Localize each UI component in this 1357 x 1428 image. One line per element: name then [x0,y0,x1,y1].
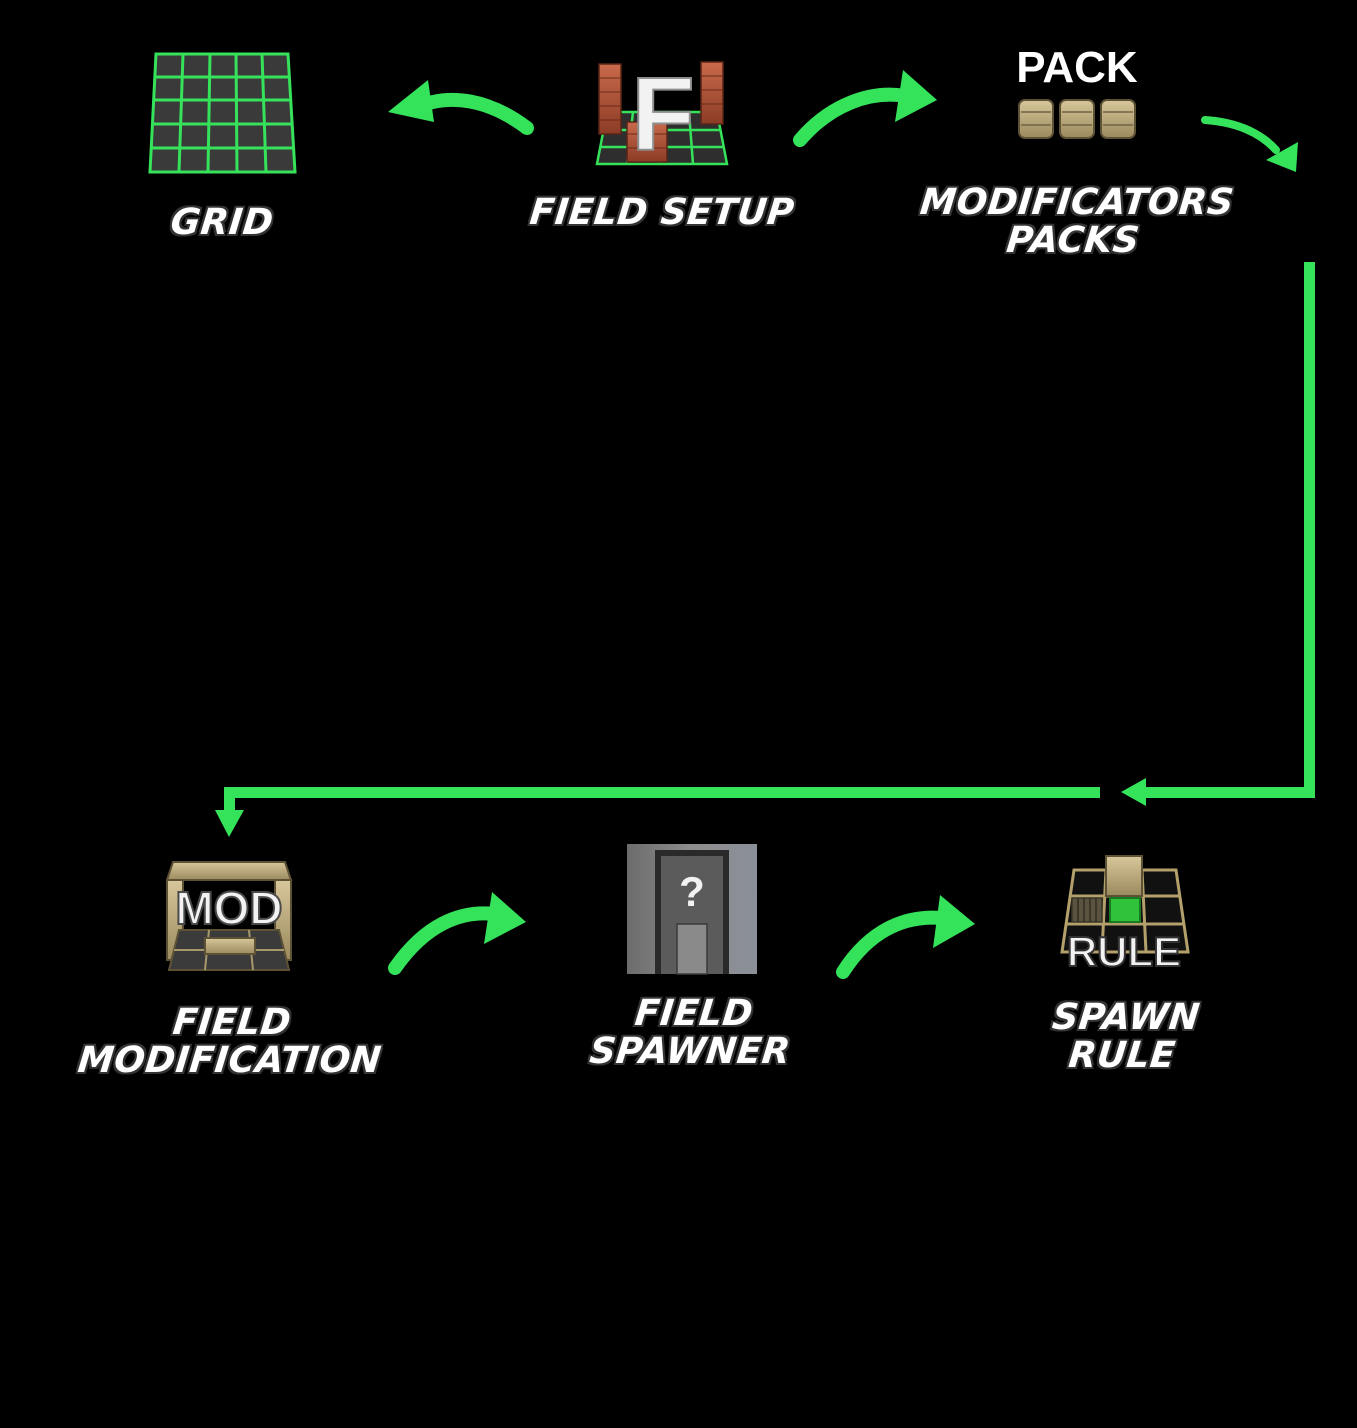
field-setup-letter: F [631,57,695,173]
mod-icon-title: MOD [175,882,282,934]
arrowhead-into-mod [215,810,244,837]
connector-right-horizontal [1140,787,1315,798]
label-mod-line2: MODIFICATION [75,1040,384,1081]
arrow-pack-down [1201,116,1298,172]
connector-main-horizontal [224,787,1100,798]
label-field-spawner: FIELD SPAWNER [568,993,816,1072]
label-rule-line1: SPAWN [1050,997,1202,1038]
arrow-mod-to-spawner [388,892,526,975]
grid-icon [148,52,297,174]
pack-crates [1018,99,1136,139]
arrowhead-into-rule [1121,778,1146,806]
label-field-setup: FIELD SETUP [520,192,804,233]
field-setup-icon: F [595,56,729,174]
label-rule-line2: RULE [1066,1035,1178,1076]
pack-icon: PACK [1016,43,1138,139]
mod-icon: MOD [165,861,293,971]
spawner-icon: ? [627,844,757,975]
label-spawn-rule: SPAWN RULE [1020,997,1228,1076]
connector-left-vertical [224,787,235,813]
label-spawner-line1: FIELD [632,993,756,1034]
rule-icon: RULE [1060,855,1190,976]
label-mod-line1: FIELD [170,1002,294,1043]
label-grid-line1: GRID [168,202,276,243]
label-grid: GRID [120,202,324,243]
label-field-setup-line1: FIELD SETUP [527,192,797,233]
arrow-setup-to-pack [793,70,937,147]
pack-icon-title: PACK [1016,43,1138,92]
arrow-setup-to-grid [388,80,534,135]
rule-icon-title: RULE [1067,928,1181,975]
spawner-icon-glyph: ? [679,868,705,915]
label-field-modification: FIELD MODIFICATION [75,1002,384,1081]
connector-right-vertical [1304,262,1315,798]
arrow-spawner-to-rule [836,895,975,979]
label-spawner-line2: SPAWNER [587,1031,793,1072]
label-packs-line2: PACKS [1004,220,1142,261]
label-modificators-packs: MODIFICATORS PACKS [911,182,1239,261]
flow-arrows [215,70,1315,979]
label-packs-line1: MODIFICATORS [918,182,1236,223]
